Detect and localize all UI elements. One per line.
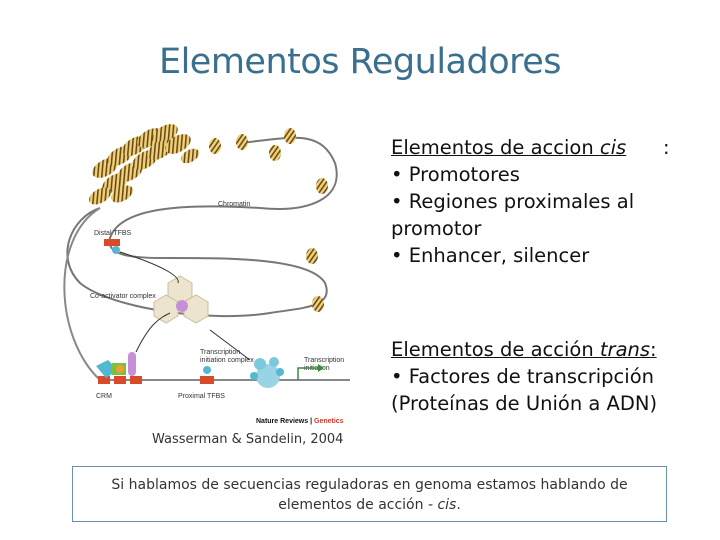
coactivator-complex bbox=[153, 275, 209, 324]
label-chromatin: Chromatin bbox=[218, 201, 250, 208]
cis-item: • Enhancer, silencer bbox=[391, 244, 590, 267]
dna-strand bbox=[66, 136, 338, 318]
crm-cluster bbox=[96, 352, 142, 384]
credit-separator: | bbox=[308, 418, 314, 425]
label-proximal-tfbs: Proximal TFBS bbox=[178, 393, 225, 400]
label-ti-1: Transcription bbox=[304, 357, 344, 364]
trans-heading-italic: trans bbox=[599, 338, 651, 361]
footer-line-2-italic: cis bbox=[437, 497, 457, 513]
footer-note: Si hablamos de secuencias reguladoras en… bbox=[72, 466, 667, 522]
cis-item: • Promotores bbox=[391, 163, 520, 186]
credit-main: Nature Reviews bbox=[256, 418, 309, 425]
trans-heading-suffix: : bbox=[650, 338, 657, 361]
trans-heading: Elementos de acción trans: bbox=[391, 336, 716, 363]
cis-heading-suffix: : bbox=[663, 136, 670, 159]
label-coactivator: Co-activator complex bbox=[90, 293, 156, 300]
transcription-complex bbox=[250, 357, 284, 388]
cis-item: promotor bbox=[391, 217, 482, 240]
figure-credit: Nature Reviews | Genetics bbox=[256, 418, 344, 425]
cis-heading: Elementos de accion cis bbox=[391, 134, 716, 161]
slide-title: Elementos Reguladores bbox=[158, 42, 562, 82]
footer-line-2-prefix: elementos de acción - bbox=[278, 497, 438, 513]
label-distal-tfbs: Distal TFBS bbox=[94, 230, 132, 237]
cis-elements-block: Elementos de accion cis • Promotores • R… bbox=[391, 134, 716, 269]
nucleosomes bbox=[209, 128, 328, 312]
chromatin-coil bbox=[89, 124, 200, 205]
footer-line-2: elementos de acción - cis. bbox=[73, 495, 666, 515]
trans-item: • Factores de transcripción bbox=[391, 365, 654, 388]
label-tic-1: Transcription bbox=[200, 349, 240, 356]
cis-heading-prefix: Elementos de accion bbox=[391, 136, 600, 159]
footer-line-1: Si hablamos de secuencias reguladoras en… bbox=[111, 477, 628, 493]
footer-line-2-suffix: . bbox=[456, 497, 461, 513]
distal-tfbs bbox=[104, 239, 120, 246]
trans-heading-prefix: Elementos de acción bbox=[391, 338, 600, 361]
figure-citation: Wasserman & Sandelin, 2004 bbox=[152, 432, 344, 447]
dna-loop-left bbox=[63, 207, 101, 381]
regulatory-diagram: Chromatin Distal TFBS Co-activator compl… bbox=[60, 108, 360, 408]
cis-item: • Regiones proximales al bbox=[391, 190, 635, 213]
label-tic-2: initiation complex bbox=[200, 357, 254, 364]
label-crm: CRM bbox=[96, 393, 112, 400]
trans-elements-block: Elementos de acción trans: • Factores de… bbox=[391, 336, 716, 417]
trans-item: (Proteínas de Unión a ADN) bbox=[391, 392, 658, 415]
credit-accent: Genetics bbox=[314, 418, 344, 425]
cis-heading-italic: cis bbox=[599, 136, 627, 159]
proximal-tfbs bbox=[200, 376, 214, 384]
